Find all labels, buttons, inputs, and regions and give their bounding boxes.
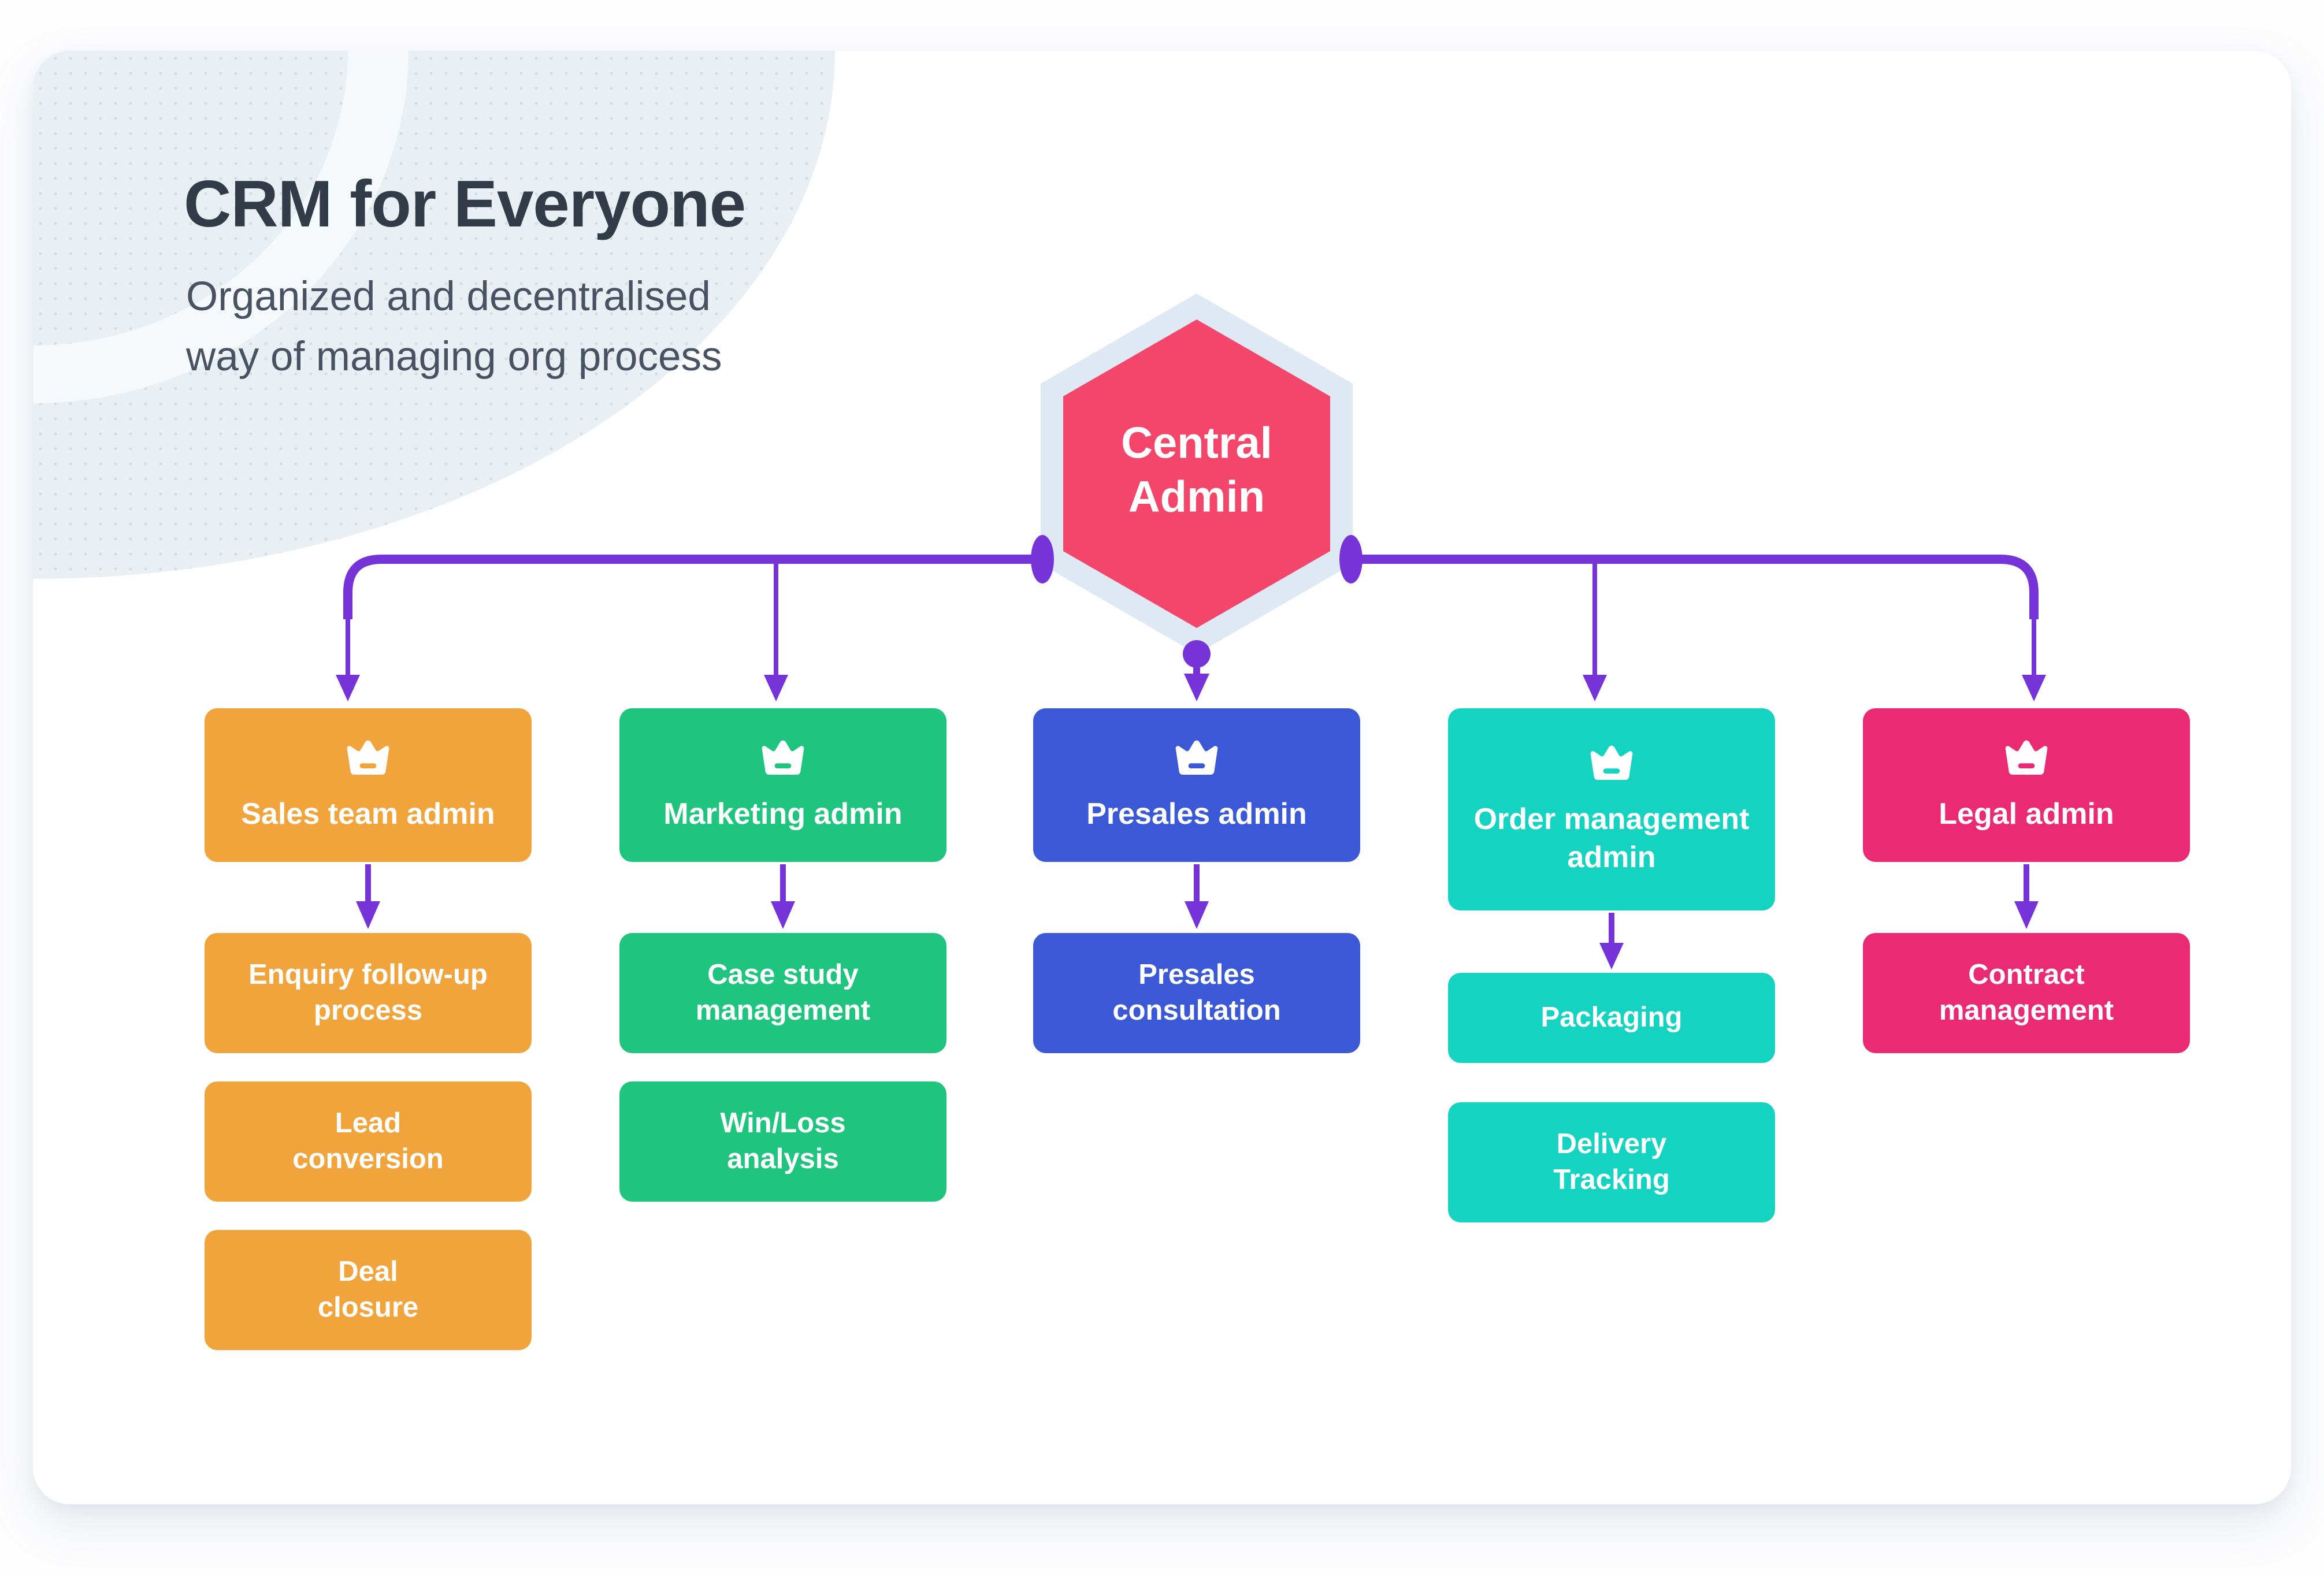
node-order-management-admin[interactable]: Order management admin <box>1448 708 1775 910</box>
central-admin-label: Central Admin <box>1121 418 1272 522</box>
crown-icon <box>1590 745 1633 780</box>
central-admin-node[interactable]: Central Admin <box>1041 293 1353 654</box>
node-label: Packaging <box>1540 1002 1683 1034</box>
node-contract-management[interactable]: Contract management <box>1863 933 2190 1053</box>
node-label: Case study management <box>695 959 871 1026</box>
page-title: CRM for Everyone <box>184 168 746 241</box>
crown-icon <box>2005 740 2048 775</box>
node-label: Lead conversion <box>292 1107 444 1174</box>
node-enquiry-follow-up-process[interactable]: Enquiry follow-up process <box>205 933 532 1053</box>
node-label: Presales consultation <box>1112 959 1281 1026</box>
crown-icon <box>762 740 804 775</box>
node-label: Contract management <box>1939 959 2114 1026</box>
hexagon-shape <box>1041 293 1353 654</box>
node-label: Legal admin <box>1939 797 2114 831</box>
node-presales-consultation[interactable]: Presales consultation <box>1033 933 1360 1053</box>
node-label: Order management admin <box>1473 802 1750 874</box>
node-label: Marketing admin <box>663 797 903 831</box>
node-lead-conversion[interactable]: Lead conversion <box>205 1081 532 1202</box>
node-label: Delivery Tracking <box>1553 1128 1670 1195</box>
node-label: Sales team admin <box>241 797 495 831</box>
node-legal-admin[interactable]: Legal admin <box>1863 708 2190 862</box>
node-sales-team-admin[interactable]: Sales team admin <box>205 708 532 862</box>
node-label: Enquiry follow-up process <box>248 959 488 1026</box>
node-label: Deal closure <box>317 1256 419 1323</box>
page-subtitle: Organized and decentralised way of manag… <box>186 274 722 380</box>
crown-icon <box>1175 740 1218 775</box>
node-deal-closure[interactable]: Deal closure <box>205 1230 532 1350</box>
crown-icon <box>347 740 389 775</box>
node-label: Win/Loss analysis <box>720 1107 846 1174</box>
node-win-loss-analysis[interactable]: Win/Loss analysis <box>619 1081 946 1202</box>
node-label: Presales admin <box>1086 797 1307 831</box>
node-delivery-tracking[interactable]: Delivery Tracking <box>1448 1102 1775 1222</box>
node-packaging[interactable]: Packaging <box>1448 973 1775 1063</box>
node-presales-admin[interactable]: Presales admin <box>1033 708 1360 862</box>
node-case-study-management[interactable]: Case study management <box>619 933 946 1053</box>
node-marketing-admin[interactable]: Marketing admin <box>619 708 946 862</box>
